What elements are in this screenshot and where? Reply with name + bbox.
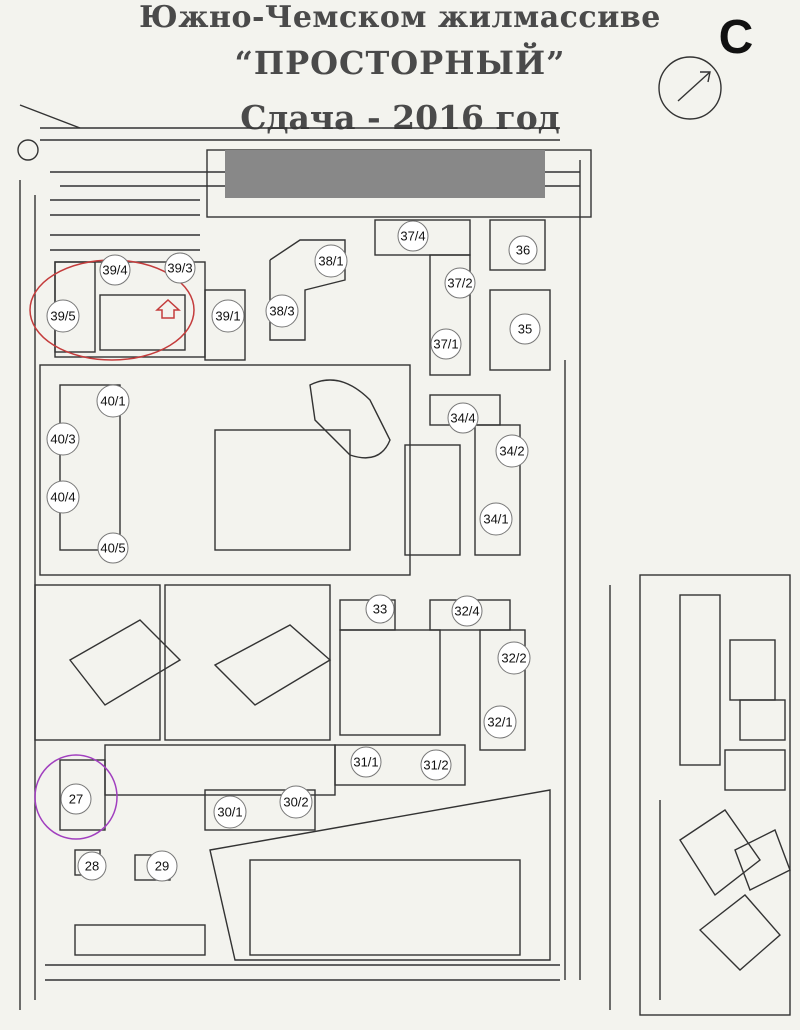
building-marker-circle [97,532,129,564]
building-number-label: 40/4 [50,490,75,505]
building-marker-circle [46,422,80,456]
building-number-label: 40/5 [100,541,125,556]
building-number-label: 34/2 [499,444,524,459]
building-marker-33[interactable]: 33 [365,594,395,624]
building-number-label: 32/1 [487,715,512,730]
building-marker-39-1[interactable]: 39/1 [211,299,245,333]
building-number-label: 32/4 [454,604,479,619]
building-marker-circle [509,313,541,345]
building-number-label: 40/3 [50,432,75,447]
redacted-area [225,150,545,198]
building-number-label: 34/1 [483,512,508,527]
building-marker-circle [46,299,80,333]
building-marker-circle [60,783,92,815]
building-number-label: 36 [516,243,530,258]
building-marker-circle [350,746,382,778]
building-marker-30-1[interactable]: 30/1 [213,795,247,829]
building-number-label: 33 [373,602,387,617]
building-number-label: 28 [85,859,99,874]
building-number-label: 31/2 [423,758,448,773]
building-marker-circle [99,254,131,286]
building-marker-circle [497,641,531,675]
building-marker-circle [420,749,452,781]
building-marker-circle [314,244,348,278]
building-marker-32-2[interactable]: 32/2 [497,641,531,675]
building-marker-39-3[interactable]: 39/3 [164,252,196,284]
building-marker-28[interactable]: 28 [77,851,107,881]
building-marker-circle [46,480,80,514]
building-number-label: 39/1 [215,309,240,324]
north-label: С [718,11,754,64]
building-marker-40-1[interactable]: 40/1 [96,384,130,418]
building-marker-37-2[interactable]: 37/2 [444,267,476,299]
building-marker-37-4[interactable]: 37/4 [397,220,429,252]
building-marker-37-1[interactable]: 37/1 [430,328,462,360]
building-marker-circle [146,850,178,882]
north-arrow-icon [677,71,711,102]
building-marker-circle [447,402,479,434]
building-marker-35[interactable]: 35 [509,313,541,345]
building-marker-circle [483,705,517,739]
north-arrow-circle [658,56,722,120]
building-marker-40-5[interactable]: 40/5 [97,532,129,564]
building-number-label: 37/2 [447,276,472,291]
building-marker-29[interactable]: 29 [146,850,178,882]
building-marker-40-4[interactable]: 40/4 [46,480,80,514]
map-title-line-2: “ПРОСТОРНЫЙ” [234,44,566,82]
building-marker-34-2[interactable]: 34/2 [495,434,529,468]
building-number-label: 34/4 [450,411,475,426]
building-marker-36[interactable]: 36 [508,235,538,265]
building-marker-circle [495,434,529,468]
building-marker-circle [211,299,245,333]
building-number-label: 31/1 [353,755,378,770]
building-marker-38-3[interactable]: 38/3 [265,294,299,328]
building-marker-40-3[interactable]: 40/3 [46,422,80,456]
building-marker-39-4[interactable]: 39/4 [99,254,131,286]
building-marker-circle [77,851,107,881]
building-number-label: 37/1 [433,337,458,352]
building-number-label: 39/5 [50,309,75,324]
building-marker-circle [430,328,462,360]
building-marker-34-4[interactable]: 34/4 [447,402,479,434]
building-marker-circle [508,235,538,265]
building-number-label: 35 [518,322,532,337]
building-marker-39-5[interactable]: 39/5 [46,299,80,333]
building-number-label: 38/1 [318,254,343,269]
building-number-label: 38/3 [269,304,294,319]
building-marker-circle [96,384,130,418]
building-marker-38-1[interactable]: 38/1 [314,244,348,278]
map-title-line-1: Южно-Чемском жилмассиве [139,0,661,35]
building-marker-circle [213,795,247,829]
building-marker-circle [451,595,483,627]
building-marker-32-4[interactable]: 32/4 [451,595,483,627]
building-marker-31-2[interactable]: 31/2 [420,749,452,781]
building-marker-circle [397,220,429,252]
building-marker-32-1[interactable]: 32/1 [483,705,517,739]
entrance-arrow-icon [155,298,181,319]
building-number-label: 29 [155,859,169,874]
building-number-label: 37/4 [400,229,425,244]
building-marker-circle [279,785,313,819]
building-marker-circle [479,502,513,536]
building-number-label: 40/1 [100,394,125,409]
building-number-label: 30/1 [217,805,242,820]
building-marker-circle [164,252,196,284]
building-marker-circle [365,594,395,624]
building-marker-34-1[interactable]: 34/1 [479,502,513,536]
building-marker-circle [265,294,299,328]
building-marker-31-1[interactable]: 31/1 [350,746,382,778]
building-number-label: 30/2 [283,795,308,810]
building-marker-30-2[interactable]: 30/2 [279,785,313,819]
building-number-label: 39/3 [167,261,192,276]
building-number-label: 32/2 [501,651,526,666]
building-number-label: 39/4 [102,263,127,278]
building-marker-27[interactable]: 27 [60,783,92,815]
plan-linework [17,56,791,1016]
building-number-label: 27 [69,792,83,807]
map-title-line-3: Сдача - 2016 год [240,98,560,137]
highlight-ellipse-27 [34,754,118,840]
building-marker-circle [444,267,476,299]
